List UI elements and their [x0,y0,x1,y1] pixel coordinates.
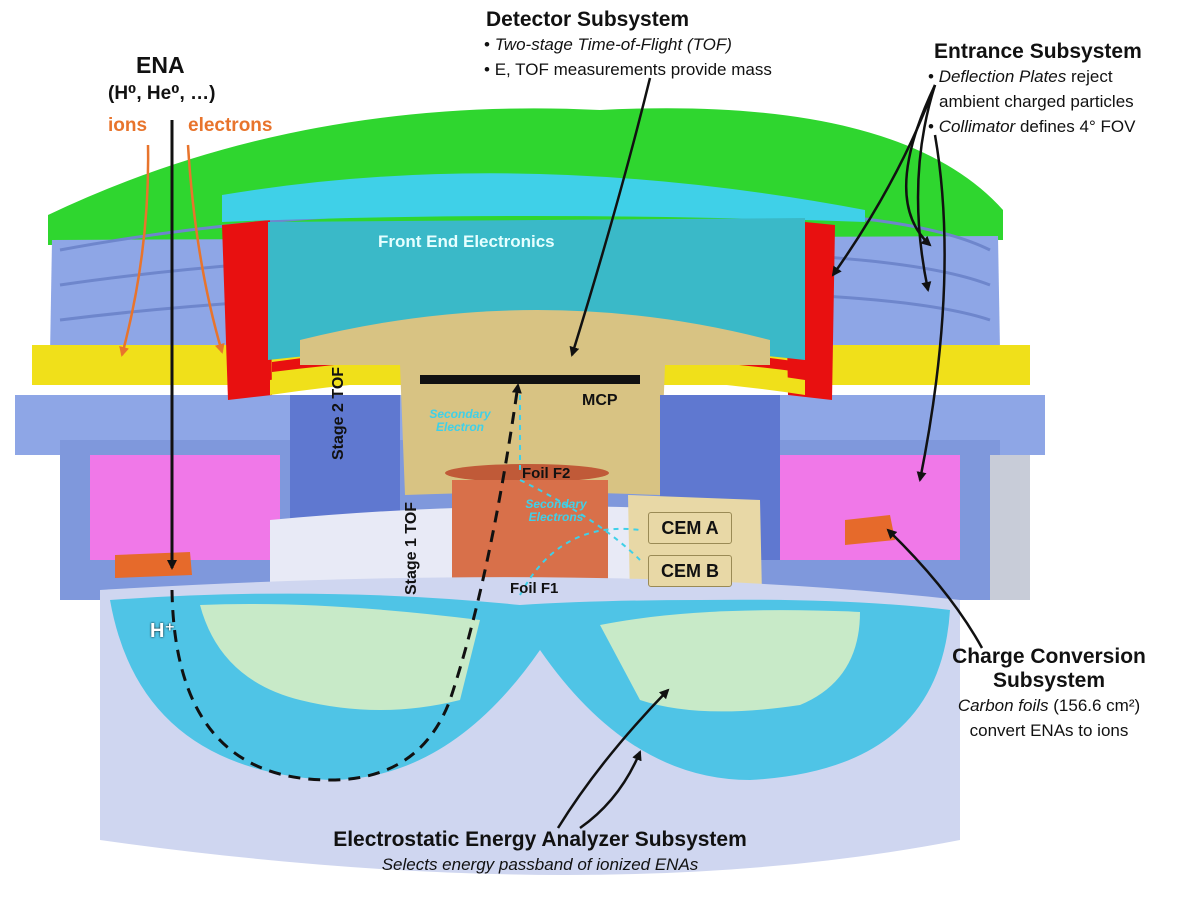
charge-conversion-desc-2: convert ENAs to ions [969,721,1129,740]
foil-f1-label: Foil F1 [510,580,559,597]
detector-bullet-2: • E, TOF measurements provide mass [484,60,772,79]
electrons-label: electrons [188,115,273,136]
detector-title: Detector Subsystem [486,8,690,31]
detector-body [300,310,770,495]
stage2-tof-label: Stage 2 TOF [330,366,347,460]
entrance-arrow-2 [916,84,937,292]
entrance-bullet-1-rest: reject [1066,67,1113,86]
entrance-bullet-1: • Deflection Plates reject [928,67,1113,86]
foil-f2-label: Foil F2 [522,465,571,482]
secondary-electrons-path-2 [519,479,641,561]
esa-title: Electrostatic Energy Analyzer Subsystem [333,828,747,851]
secondary-electrons-path [519,527,641,596]
collimator-arrow [916,134,946,482]
front-end-electronics-label: Front End Electronics [378,232,555,251]
esa-bowl [100,577,960,875]
secondary-electron-label: Secondary Electron [429,407,491,434]
esa-callout: Electrostatic Energy Analyzer Subsystem … [300,828,780,877]
carbon-foils-term: Carbon foils [957,696,1049,715]
detector-bullet-1-text: Two-stage Time-of-Flight (TOF) [494,35,732,54]
stage1-tof-label: Stage 1 TOF [403,501,420,595]
cem-a-label: CEM A [648,512,732,544]
charge-conversion-desc-1: Carbon foils (156.6 cm²) [938,693,1160,718]
entrance-bullet-2: • Collimator defines 4° FOV [928,117,1136,136]
detector-bullet-2-text: E, TOF measurements provide mass [494,60,772,79]
ena-title: ENA [136,52,185,78]
charge-conversion-title-1: Charge Conversion [952,645,1146,668]
charge-conversion-title-2: Subsystem [992,669,1106,692]
detector-bullet-1: • Two-stage Time-of-Flight (TOF) [484,35,732,54]
entrance-title: Entrance Subsystem [934,40,1142,63]
esa-arrow-right [579,750,642,830]
deflection-plates-term: Deflection Plates [938,67,1067,86]
entrance-bullet-1-line2: ambient charged particles [939,92,1134,111]
charge-conversion-callout: Charge Conversion Subsystem Carbon foils… [938,645,1160,743]
ions-arrow [119,144,150,357]
ions-label: ions [108,115,148,136]
esa-desc: Selects energy passband of ionized ENAs [381,855,699,874]
entrance-callout: Entrance Subsystem • Deflection Plates r… [928,40,1142,139]
entrance-bullet-2-rest: defines 4° FOV [1015,117,1136,136]
cem-b-label: CEM B [648,555,732,587]
h-plus-label: H⁺ [150,620,175,642]
detector-callout: Detector Subsystem • Two-stage Time-of-F… [470,8,772,82]
electrons-arrow [186,144,225,354]
collimator-term: Collimator [938,117,1016,136]
charge-conversion-desc-rest: (156.6 cm²) [1048,696,1141,715]
ena-species: (H⁰, He⁰, …) [108,83,216,104]
mcp-label: MCP [582,392,618,409]
entrance-arrow-3 [905,84,937,247]
ion-trajectory [170,383,522,782]
esa-arrow-left [556,688,670,829]
detector-callout-arrow [569,77,652,357]
charge-conversion-arrow [886,528,984,649]
secondary-electrons-label: Secondary Electrons [525,497,587,524]
